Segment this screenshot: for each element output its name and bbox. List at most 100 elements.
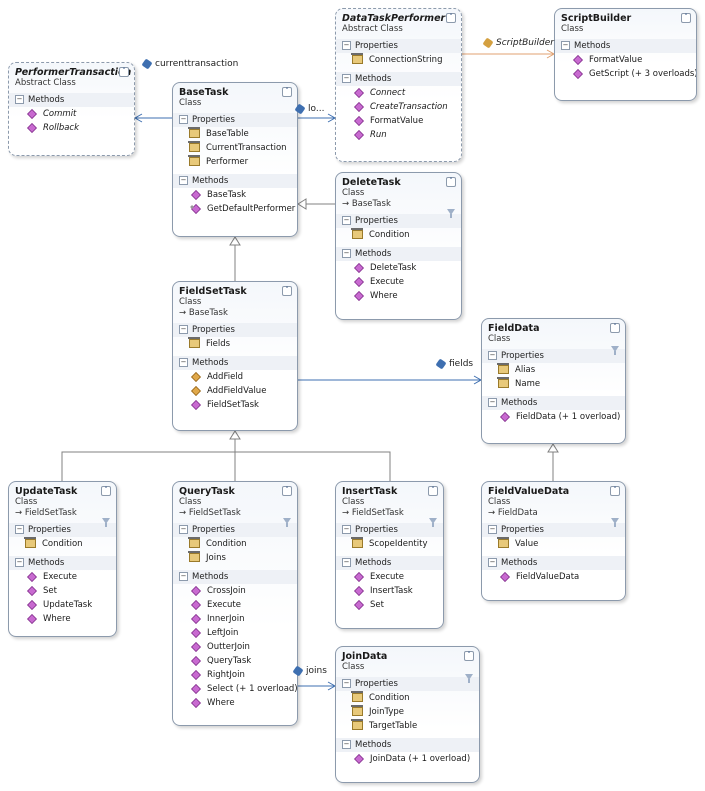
section-header[interactable]: −Methods — [9, 93, 134, 107]
member-row[interactable]: Condition — [173, 537, 297, 551]
member-row[interactable]: RightJoin — [173, 668, 297, 682]
member-row[interactable]: Value — [482, 537, 625, 551]
section-header[interactable]: −Properties — [9, 523, 116, 537]
member-row[interactable]: JoinType — [336, 705, 479, 719]
association-label[interactable]: ScriptBuilder — [482, 36, 554, 49]
member-row[interactable]: BaseTable — [173, 127, 297, 141]
member-row[interactable]: AddFieldValue — [173, 384, 297, 398]
member-row[interactable]: TargetTable — [336, 719, 479, 733]
collapse-chevron-icon[interactable]: ˄ — [610, 323, 620, 333]
section-header[interactable]: −Properties — [482, 349, 625, 363]
member-row[interactable]: Joins — [173, 551, 297, 565]
section-collapse-icon[interactable]: − — [15, 95, 24, 104]
member-row[interactable]: InnerJoin — [173, 612, 297, 626]
section-collapse-icon[interactable]: − — [179, 176, 188, 185]
member-row[interactable]: Execute — [336, 570, 443, 584]
member-row[interactable]: GetScript (+ 3 overloads) — [555, 67, 696, 81]
section-header[interactable]: −Methods — [336, 247, 461, 261]
member-row[interactable]: Execute — [173, 598, 297, 612]
section-collapse-icon[interactable]: − — [342, 740, 351, 749]
section-header[interactable]: −Methods — [173, 174, 297, 188]
member-row[interactable]: Set — [9, 584, 116, 598]
collapse-chevron-icon[interactable]: ˄ — [282, 486, 292, 496]
section-collapse-icon[interactable]: − — [342, 525, 351, 534]
association-label[interactable]: currenttransaction — [141, 57, 238, 70]
section-header[interactable]: −Properties — [336, 39, 461, 53]
member-row[interactable]: CreateTransaction — [336, 100, 461, 114]
member-row[interactable]: JoinData (+ 1 overload) — [336, 752, 479, 766]
collapse-chevron-icon[interactable]: ˄ — [446, 177, 456, 187]
section-header[interactable]: −Properties — [336, 677, 479, 691]
section-collapse-icon[interactable]: − — [179, 325, 188, 334]
section-header[interactable]: −Methods — [336, 738, 479, 752]
member-row[interactable]: CrossJoin — [173, 584, 297, 598]
member-row[interactable]: AddField — [173, 370, 297, 384]
member-row[interactable]: FieldSetTask — [173, 398, 297, 412]
member-row[interactable]: Where — [173, 696, 297, 710]
member-row[interactable]: Connect — [336, 86, 461, 100]
member-row[interactable]: UpdateTask — [9, 598, 116, 612]
member-row[interactable]: Where — [336, 289, 461, 303]
section-collapse-icon[interactable]: − — [488, 398, 497, 407]
member-row[interactable]: OutterJoin — [173, 640, 297, 654]
section-header[interactable]: −Properties — [173, 523, 297, 537]
section-header[interactable]: −Methods — [9, 556, 116, 570]
section-header[interactable]: −Properties — [336, 214, 461, 228]
section-collapse-icon[interactable]: − — [488, 351, 497, 360]
section-collapse-icon[interactable]: − — [179, 572, 188, 581]
member-row[interactable]: Condition — [336, 228, 461, 242]
section-collapse-icon[interactable]: − — [488, 525, 497, 534]
collapse-chevron-icon[interactable]: ˄ — [101, 486, 111, 496]
collapse-chevron-icon[interactable]: ˄ — [681, 13, 691, 23]
section-header[interactable]: −Properties — [482, 523, 625, 537]
filter-funnel-icon[interactable] — [611, 518, 619, 527]
member-row[interactable]: InsertTask — [336, 584, 443, 598]
member-row[interactable]: FormatValue — [555, 53, 696, 67]
member-row[interactable]: DeleteTask — [336, 261, 461, 275]
member-row[interactable]: Set — [336, 598, 443, 612]
section-collapse-icon[interactable]: − — [342, 679, 351, 688]
section-collapse-icon[interactable]: − — [342, 216, 351, 225]
member-row[interactable]: ScopeIdentity — [336, 537, 443, 551]
section-collapse-icon[interactable]: − — [15, 558, 24, 567]
member-row[interactable]: Run — [336, 128, 461, 142]
section-header[interactable]: −Properties — [336, 523, 443, 537]
member-row[interactable]: Select (+ 1 overload) — [173, 682, 297, 696]
section-collapse-icon[interactable]: − — [342, 41, 351, 50]
section-collapse-icon[interactable]: − — [179, 115, 188, 124]
member-row[interactable]: GetDefaultPerformer — [173, 202, 297, 216]
section-collapse-icon[interactable]: − — [488, 558, 497, 567]
collapse-chevron-icon[interactable]: ˄ — [119, 67, 129, 77]
member-row[interactable]: FieldValueData — [482, 570, 625, 584]
filter-funnel-icon[interactable] — [102, 518, 110, 527]
association-label[interactable]: lo... — [294, 102, 324, 115]
section-collapse-icon[interactable]: − — [342, 558, 351, 567]
member-row[interactable]: BaseTask — [173, 188, 297, 202]
section-collapse-icon[interactable]: − — [179, 525, 188, 534]
collapse-chevron-icon[interactable]: ˄ — [282, 87, 292, 97]
member-row[interactable]: Name — [482, 377, 625, 391]
member-row[interactable]: Performer — [173, 155, 297, 169]
collapse-chevron-icon[interactable]: ˄ — [610, 486, 620, 496]
collapse-chevron-icon[interactable]: ˄ — [464, 651, 474, 661]
filter-funnel-icon[interactable] — [611, 346, 619, 355]
section-header[interactable]: −Properties — [173, 323, 297, 337]
section-collapse-icon[interactable]: − — [561, 41, 570, 50]
member-row[interactable]: CurrentTransaction — [173, 141, 297, 155]
member-row[interactable]: Alias — [482, 363, 625, 377]
member-row[interactable]: Execute — [336, 275, 461, 289]
section-collapse-icon[interactable]: − — [179, 358, 188, 367]
section-header[interactable]: −Methods — [555, 39, 696, 53]
section-header[interactable]: −Methods — [482, 556, 625, 570]
association-label[interactable]: joins — [292, 664, 327, 677]
